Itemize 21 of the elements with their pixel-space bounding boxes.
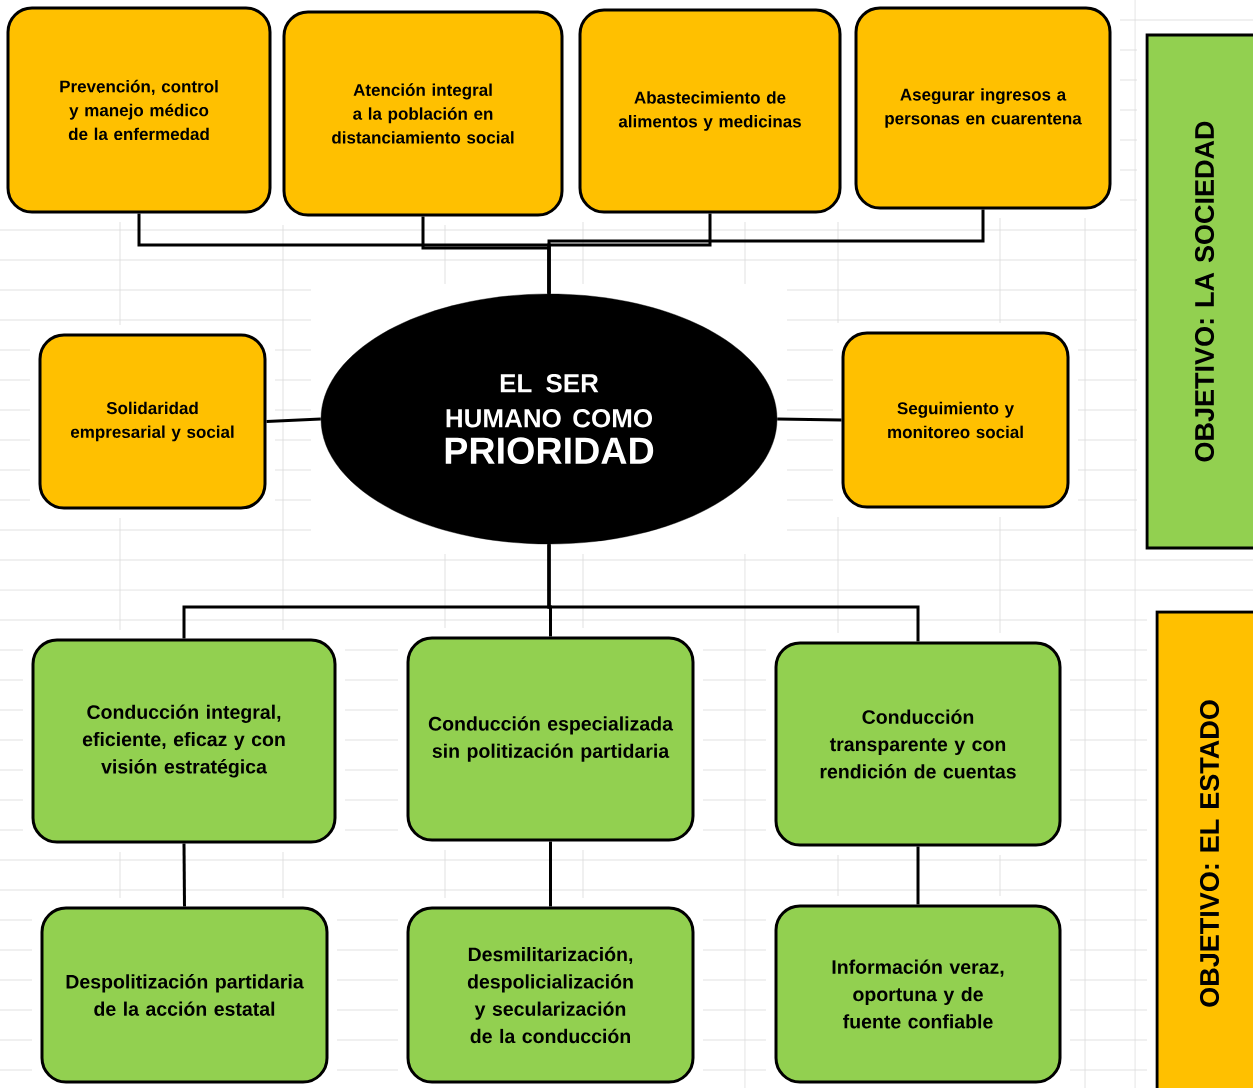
process-box: Desmilitarización, despolicialización y secularización de la conducción [406, 906, 695, 1084]
connector-line [547, 209, 985, 294]
connector-line [916, 846, 920, 905]
process-box: Abastecimiento de alimentos y medicinas [578, 8, 842, 214]
connector-line [547, 544, 920, 642]
process-box: Prevención, control y manejo médico de la enfermedad [6, 6, 272, 214]
process-box: Información veraz, oportuna y de fuente confiable [774, 904, 1062, 1084]
process-box: Despolitización partidaria de la acción estatal [40, 906, 329, 1084]
connector-line [549, 841, 552, 907]
process-box: Conducción transparente y con rendición de cuentas [774, 641, 1062, 847]
connector-line [182, 843, 186, 907]
objective-band: OBJETIVO: LA SOCIEDAD [1145, 33, 1253, 550]
process-box: Seguimiento y monitoreo social [841, 331, 1070, 509]
connector-line [777, 417, 842, 422]
process-box: Solidaridad empresarial y social [38, 333, 267, 510]
process-box: Conducción especializada sin politización partidaria [406, 636, 695, 842]
process-box: Conducción integral, eficiente, eficaz y con visión estratégica [31, 638, 337, 844]
process-box: Asegurar ingresos a personas en cuarentena [854, 6, 1112, 210]
process-box: Atención integral a la población en distanciamiento social [282, 10, 564, 217]
objective-band: OBJETIVO: EL ESTADO [1155, 610, 1253, 1088]
connector-line [266, 417, 321, 423]
